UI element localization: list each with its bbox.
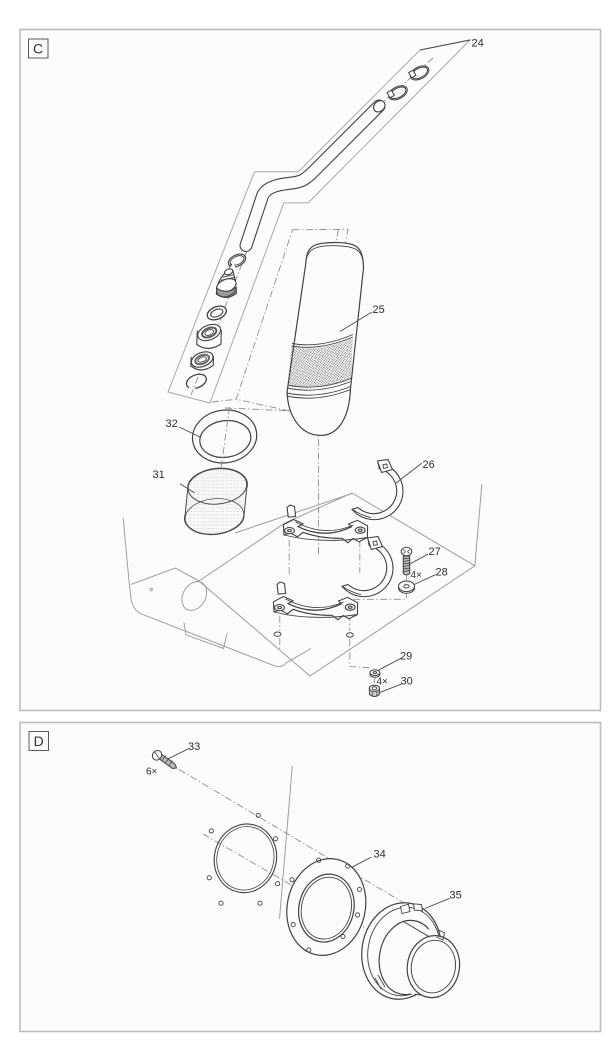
svg-text:29: 29 (400, 651, 412, 663)
svg-text:24: 24 (472, 38, 484, 50)
svg-text:33: 33 (188, 741, 200, 753)
svg-text:34: 34 (374, 849, 386, 861)
svg-text:6×: 6× (146, 767, 158, 778)
svg-text:4×: 4× (377, 677, 389, 688)
svg-text:4×: 4× (411, 570, 423, 581)
svg-text:C: C (33, 41, 43, 57)
svg-text:27: 27 (429, 546, 441, 558)
svg-text:25: 25 (373, 304, 385, 316)
svg-text:26: 26 (423, 459, 435, 471)
svg-text:D: D (34, 733, 44, 749)
svg-text:31: 31 (153, 469, 165, 481)
svg-text:32: 32 (166, 418, 178, 430)
svg-text:35: 35 (450, 890, 462, 902)
svg-text:30: 30 (401, 676, 413, 688)
svg-text:28: 28 (436, 567, 448, 579)
